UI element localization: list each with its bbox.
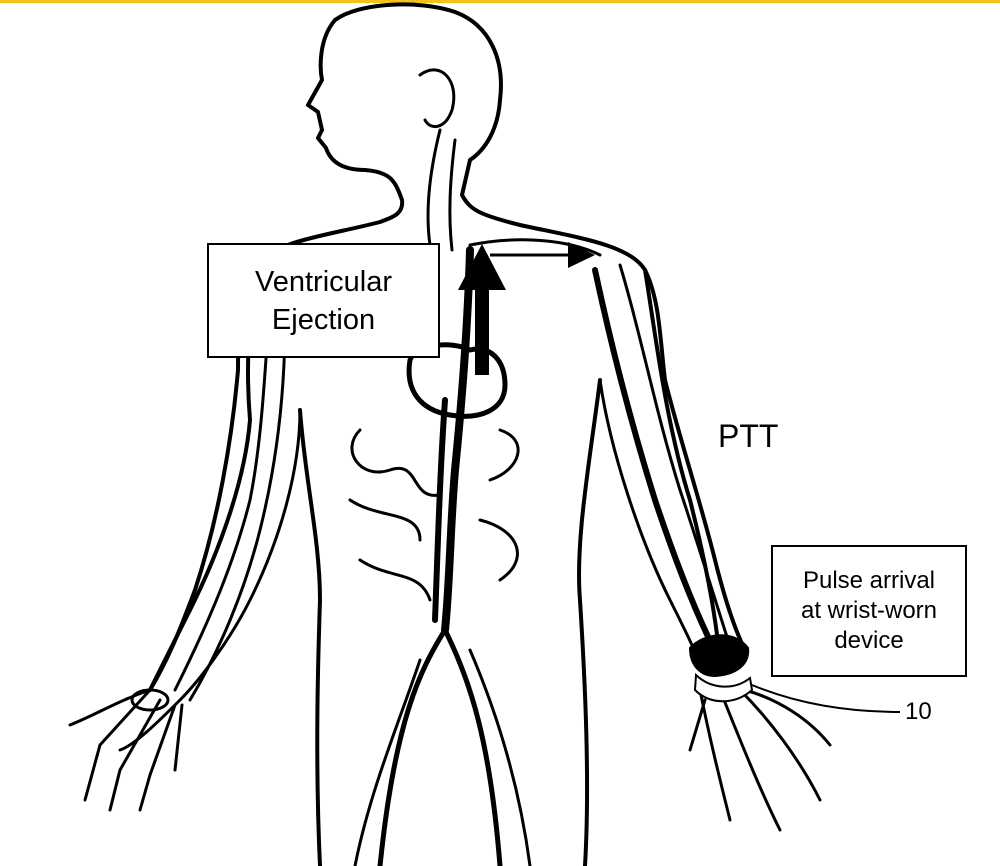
reference-leader-line	[751, 684, 901, 713]
arm-vein	[618, 263, 730, 642]
brachial-artery	[592, 267, 715, 648]
pulse-arrival-line3: device	[834, 627, 904, 654]
vena-cava	[432, 397, 448, 623]
left-arm-vessels	[173, 298, 287, 702]
heart-shape	[406, 342, 508, 419]
ventricular-ejection-line1: Ventricular	[254, 265, 392, 298]
iliac-right	[442, 627, 503, 866]
reference-numeral: 10	[905, 698, 932, 725]
wrist-worn-device	[688, 634, 754, 703]
torso-right	[577, 378, 602, 866]
ear-outline	[418, 68, 456, 129]
right-arm-inner	[598, 378, 702, 667]
shoulder-arrow	[490, 242, 595, 268]
pulse-arrival-label: Pulse arrival at wrist-worn device	[771, 545, 967, 677]
right-arm-outline	[643, 268, 722, 662]
top-accent-border	[0, 0, 1000, 3]
ventricular-ejection-line2: Ejection	[271, 303, 376, 336]
pulse-arrival-line1: Pulse arrival	[802, 567, 936, 594]
iliac-left	[377, 627, 448, 866]
aorta	[441, 246, 474, 634]
ptt-label: PTT	[718, 418, 779, 454]
abdominal-vessels	[348, 428, 520, 602]
left-arm-inner	[178, 408, 302, 702]
right-hand-outline	[688, 688, 832, 832]
pulse-arrival-line2: at wrist-worn	[800, 597, 938, 624]
subclavian-vessel	[468, 238, 602, 257]
left-wrist-band	[130, 688, 170, 712]
face-profile	[148, 18, 405, 692]
head-outline	[333, 2, 747, 652]
ventricular-ejection-label: Ventricular Ejection	[207, 243, 440, 358]
leg-vessel-right	[468, 648, 532, 866]
left-hand-outline	[68, 688, 184, 812]
leg-vessel-left	[353, 658, 422, 866]
ejection-arrow	[458, 244, 506, 375]
neck-vessel	[426, 128, 457, 252]
torso-left	[298, 408, 322, 866]
